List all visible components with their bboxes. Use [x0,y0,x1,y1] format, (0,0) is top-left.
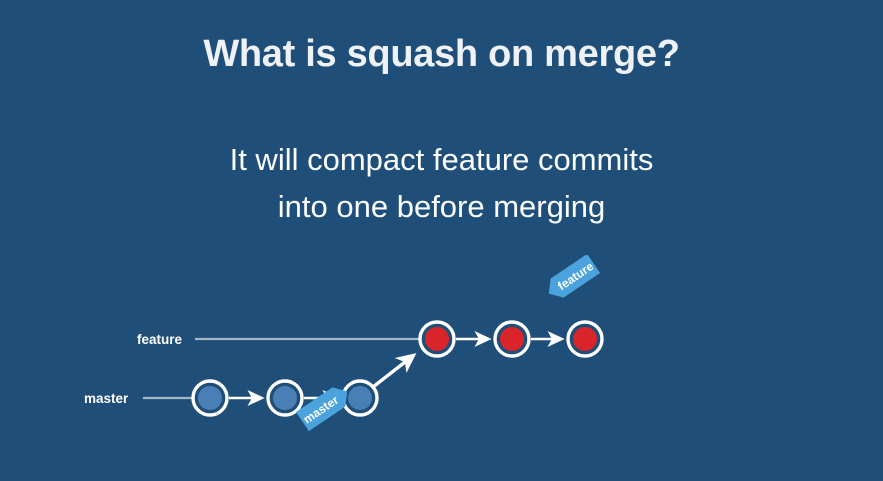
page-title: What is squash on merge? [203,33,680,75]
git-branch-diagram: feature master [0,255,883,481]
feature-commit-node[interactable] [493,320,531,358]
connector-m3-f1-diagonal [371,353,417,389]
branch-label-feature: feature [137,332,183,347]
subtitle-line-2: into one before merging [277,189,606,224]
subtitle-line-1: It will compact feature commits [229,142,654,177]
feature-commit-node[interactable] [566,320,604,358]
feature-commit-node[interactable] [418,320,456,358]
master-commit-node[interactable] [266,379,304,417]
page-subtitle: It will compact feature commits into one… [0,136,883,230]
master-commit-node[interactable] [341,379,379,417]
tag-feature[interactable]: feature [542,255,600,303]
branch-label-master: master [84,391,129,406]
master-commit-node[interactable] [191,379,229,417]
